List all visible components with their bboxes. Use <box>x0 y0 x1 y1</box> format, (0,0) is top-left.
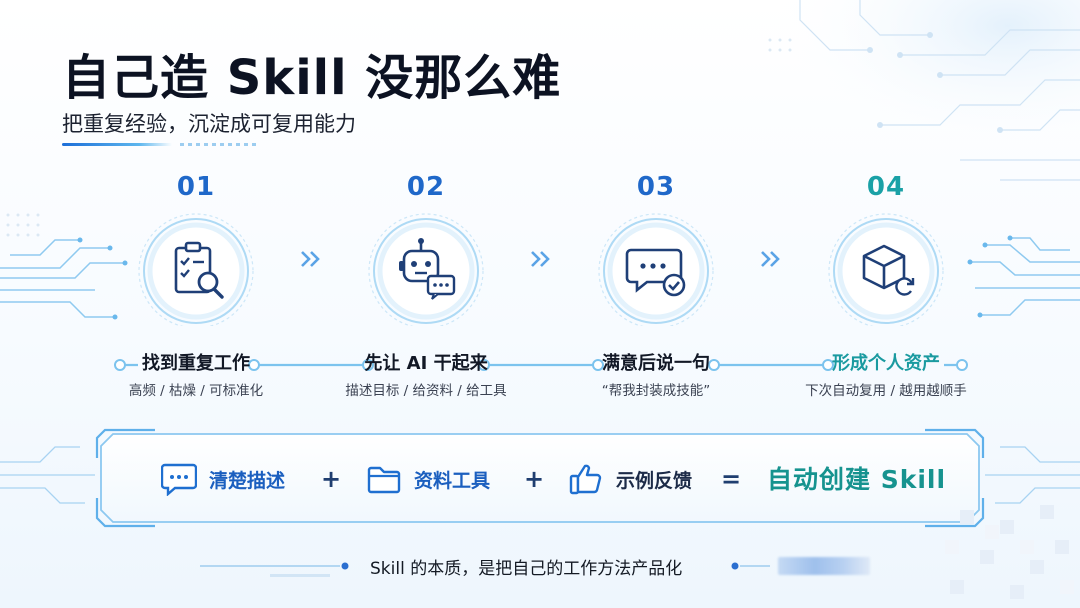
equals-sign: = <box>721 465 742 493</box>
robot-chat-icon <box>366 206 486 326</box>
page-title: 自己造 Skill 没那么难 <box>62 50 562 106</box>
formula-item-tools: 资料工具 <box>366 462 490 496</box>
plus-sign: + <box>524 465 545 493</box>
step-number: 03 <box>636 172 676 202</box>
step-desc: 描述目标 / 给资料 / 给工具 <box>345 383 507 399</box>
clipboard-magnifier-icon <box>136 206 256 326</box>
step-title: 形成个人资产 <box>832 353 940 374</box>
formula-frame <box>95 428 985 528</box>
chevron-right-icon <box>531 251 550 267</box>
pixel-pattern <box>945 505 1074 599</box>
formula-item-description: 清楚描述 <box>161 462 285 496</box>
step-desc: 高频 / 枯燥 / 可标准化 <box>128 383 264 399</box>
step-number: 02 <box>406 172 446 202</box>
formula-label: 示例反馈 <box>616 469 693 492</box>
chevron-right-icon <box>301 251 320 267</box>
subtitle-underline <box>62 143 260 146</box>
cube-refresh-icon <box>826 206 946 326</box>
chat-bubble-icon <box>161 463 197 496</box>
step-number: 01 <box>176 172 216 202</box>
steps-row: 01 找到重复工作 高频 / 枯燥 / 可标准化 02 <box>114 172 968 399</box>
formula-label: 资料工具 <box>414 469 491 492</box>
step-title: 先让 AI 干起来 <box>364 353 488 374</box>
plus-sign: + <box>321 465 342 493</box>
step-desc: “帮我封装成技能” <box>601 383 711 399</box>
chat-check-icon <box>596 206 716 326</box>
chevron-right-icon <box>761 251 780 267</box>
footer: Skill 的本质，是把自己的工作方法产品化 <box>0 548 1080 588</box>
formula-panel: 清楚描述 + 资料工具 + 示例反馈 = 自动创建 Skill <box>95 428 985 528</box>
folder-icon <box>367 466 401 494</box>
formula-result: 自动创建 Skill <box>767 465 947 494</box>
formula-label: 清楚描述 <box>209 469 286 492</box>
page-subtitle: 把重复经验，沉淀成可复用能力 <box>62 112 356 136</box>
step-title: 满意后说一句 <box>602 353 710 374</box>
thumbs-up-icon <box>569 464 602 495</box>
step-desc: 下次自动复用 / 越用越顺手 <box>805 383 967 399</box>
footer-text: Skill 的本质，是把自己的工作方法产品化 <box>370 559 683 579</box>
formula-item-feedback: 示例反馈 <box>568 462 692 496</box>
step-title: 找到重复工作 <box>142 353 250 374</box>
redacted-block <box>778 557 870 575</box>
step-number: 04 <box>866 172 906 202</box>
